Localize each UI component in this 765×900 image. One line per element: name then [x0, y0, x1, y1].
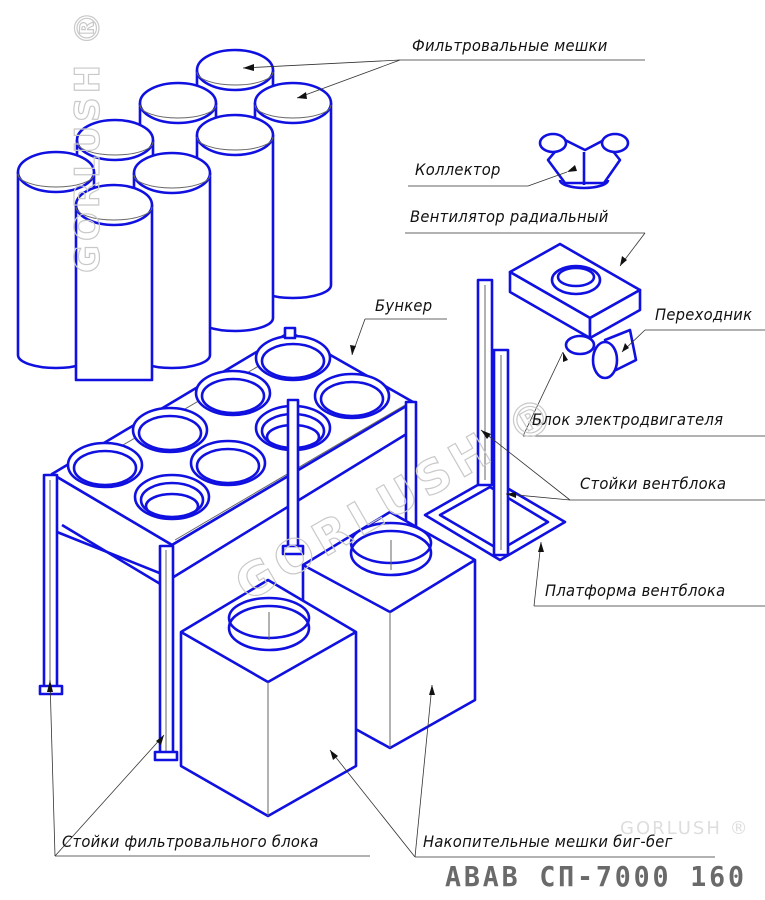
label-fan-stands: Стойки вентблока	[580, 474, 727, 493]
watermark-corner: GORLUSH ®	[620, 818, 750, 839]
label-motor-block: Блок электродвигателя	[532, 410, 724, 429]
filter-bag	[195, 113, 275, 333]
bigbag-bag	[179, 578, 358, 818]
collector-part	[538, 132, 630, 190]
label-fan-platform: Платформа вентблока	[545, 581, 726, 600]
label-bigbag-bags: Накопительные мешки биг-бег	[423, 832, 673, 851]
label-bunker: Бункер	[375, 296, 433, 315]
radial-fan-group	[508, 242, 642, 380]
adapter-part	[591, 328, 638, 380]
filter-bags-group	[16, 48, 333, 382]
drawing-title: АВАВ СП-7000 160	[445, 860, 747, 893]
watermark-vertical: GORLUSH ®	[67, 6, 108, 273]
arrowheads	[47, 64, 629, 760]
label-adapter: Переходник	[655, 305, 753, 324]
filter-stands	[38, 326, 418, 762]
label-radial-fan: Вентилятор радиальный	[410, 207, 609, 226]
label-filter-bags: Фильтровальные мешки	[412, 36, 608, 55]
label-filter-stands: Стойки фильтровального блока	[62, 832, 319, 851]
label-collector: Коллектор	[415, 160, 501, 179]
bunker-group	[38, 326, 418, 762]
filter-bag	[74, 183, 154, 382]
